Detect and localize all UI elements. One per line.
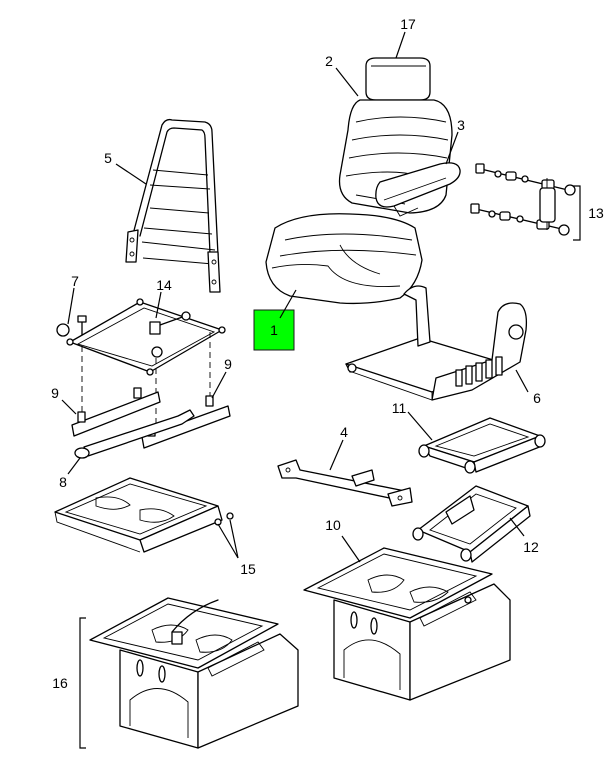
callout-15: 15 (240, 561, 256, 577)
bracket-link[interactable] (418, 417, 546, 474)
adjustment-lever[interactable] (74, 409, 195, 459)
highlight-box[interactable] (253, 309, 295, 351)
callout-14: 14 (156, 277, 172, 293)
callout-10: 10 (325, 517, 341, 533)
back-frame[interactable] (125, 118, 221, 293)
headrest[interactable] (365, 57, 431, 101)
seat-cushion[interactable] (265, 213, 423, 305)
base-plate[interactable] (54, 477, 234, 553)
armrest[interactable] (375, 162, 461, 217)
callout-6: 6 (533, 390, 541, 406)
seat-rail-left[interactable] (71, 387, 161, 437)
suspension-base[interactable] (303, 547, 511, 701)
callout-2: 2 (325, 53, 333, 69)
mounting-bracket[interactable] (277, 459, 413, 507)
callout-9a: 9 (51, 385, 59, 401)
callout-labels: 1 2 3 4 5 6 7 8 9 9 10 11 12 13 14 15 16… (51, 16, 604, 691)
callout-8: 8 (59, 474, 67, 490)
callout-17: 17 (400, 16, 416, 32)
callout-11: 11 (392, 400, 407, 416)
callout-4: 4 (340, 424, 348, 440)
slide-bolt[interactable] (56, 315, 87, 337)
callout-12: 12 (523, 539, 539, 555)
callout-9b: 9 (224, 356, 232, 372)
bracket-channel[interactable] (412, 485, 531, 563)
seat-pan[interactable] (345, 285, 528, 401)
callout-7: 7 (71, 273, 79, 289)
callout-13: 13 (588, 205, 604, 221)
callout-1: 1 (270, 322, 278, 338)
callout-3: 3 (457, 117, 465, 133)
leader-lines (61, 31, 529, 563)
hardware-kit[interactable] (470, 163, 576, 236)
suspension-assembly[interactable] (89, 597, 299, 749)
callout-16: 16 (52, 675, 68, 691)
callout-5: 5 (104, 150, 112, 166)
slide-plate[interactable] (66, 298, 226, 376)
